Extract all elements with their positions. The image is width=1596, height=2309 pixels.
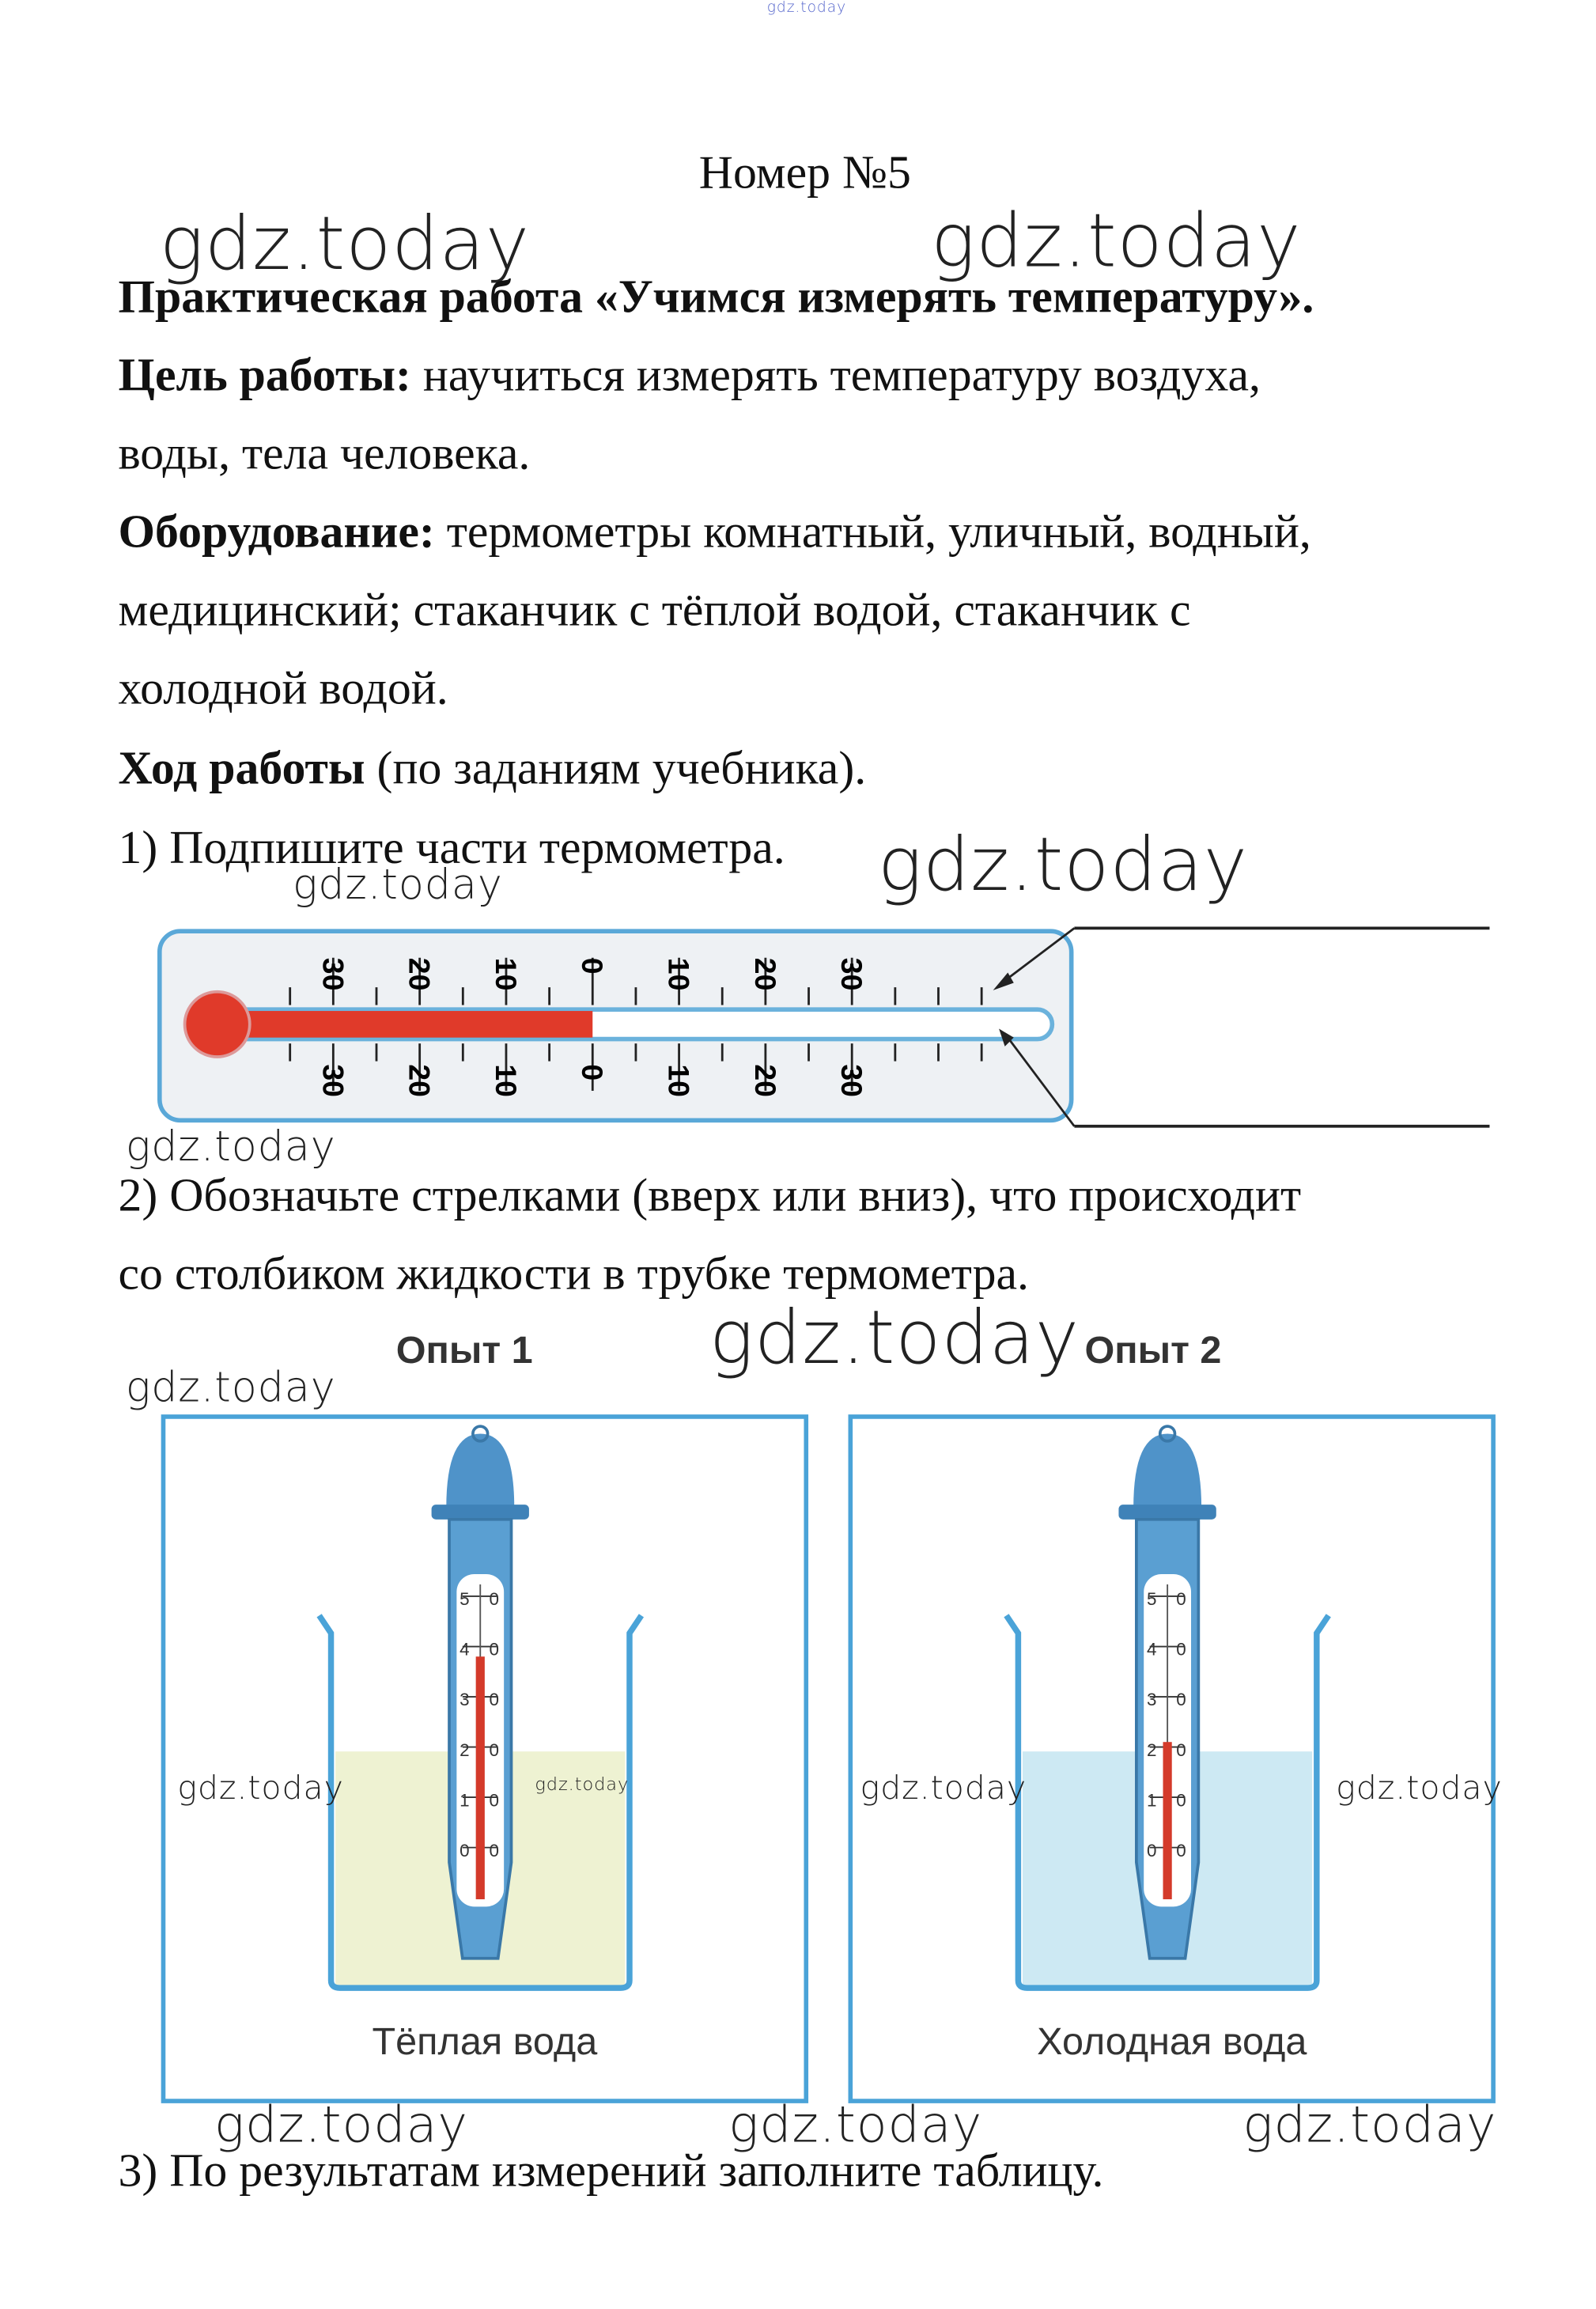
equipment-line-3: холодной водой. bbox=[118, 661, 448, 714]
scale-label: 0 bbox=[1176, 1589, 1186, 1609]
scale-label: 2 bbox=[460, 1740, 469, 1760]
watermark: gdz.today bbox=[709, 1294, 1080, 1381]
scale-label: 3 bbox=[1147, 1690, 1156, 1709]
scale-label: 0 bbox=[460, 1841, 469, 1860]
scale-label-bottom: 20 bbox=[403, 1064, 437, 1097]
arrowhead-icon bbox=[993, 972, 1014, 990]
thermometer-ring bbox=[1118, 1505, 1216, 1520]
scale-label-bottom: 30 bbox=[835, 1064, 868, 1097]
experiment-1-title: Опыт 1 bbox=[395, 1327, 533, 1372]
scale-label-top: 20 bbox=[403, 958, 437, 991]
liquid-column bbox=[475, 1656, 485, 1900]
watermark: gdz.today bbox=[1242, 2095, 1497, 2156]
procedure-text: (по заданиям учебника). bbox=[365, 740, 867, 794]
scale-label-top: 10 bbox=[490, 958, 523, 991]
scale-label: 5 bbox=[460, 1589, 469, 1609]
heading: Практическая работа «Учимся измерять тем… bbox=[118, 269, 1314, 323]
procedure-label: Ход работы bbox=[118, 740, 365, 794]
watermark: gdz.today bbox=[931, 198, 1302, 284]
watermark: gdz.today bbox=[860, 1770, 1027, 1808]
scale-label: 0 bbox=[1176, 1640, 1186, 1660]
experiment-caption: Тёплая вода bbox=[372, 2019, 598, 2064]
scale-label-top: 30 bbox=[835, 958, 868, 991]
watermark: gdz.today bbox=[159, 201, 530, 287]
task-2-line-1: 2) Обозначьте стрелками (вверх или вниз)… bbox=[118, 1168, 1302, 1221]
thermometer-cap bbox=[446, 1433, 515, 1508]
goal-line-1: Цель работы: научиться измерять температ… bbox=[118, 347, 1260, 402]
mercury-column bbox=[221, 1011, 593, 1038]
watermark: gdz.today bbox=[177, 1770, 344, 1808]
scale-label: 0 bbox=[489, 1640, 498, 1660]
top-watermark: gdz.today bbox=[766, 0, 847, 17]
liquid-column bbox=[1163, 1742, 1172, 1900]
watermark: gdz.today bbox=[214, 2095, 468, 2156]
watermark: gdz.today bbox=[535, 1773, 630, 1795]
scale-label: 0 bbox=[489, 1841, 498, 1860]
task-1: 1) Подпишите части термометра. bbox=[118, 820, 785, 874]
watermark: gdz.today bbox=[1336, 1770, 1503, 1808]
beaker bbox=[1004, 1614, 1331, 1991]
scale-label: 0 bbox=[1176, 1690, 1186, 1709]
task-2-line-2: со столбиком жидкости в трубке термометр… bbox=[118, 1246, 1030, 1300]
equipment-text: термометры комнатный, уличный, водный, bbox=[434, 504, 1311, 558]
scale-label-bottom: 30 bbox=[316, 1064, 350, 1097]
scale-label: 4 bbox=[1147, 1640, 1156, 1660]
thermometer-ring bbox=[431, 1505, 529, 1520]
page-title: Номер №5 bbox=[698, 145, 911, 199]
watermark: gdz.today bbox=[728, 2095, 983, 2156]
thermometer-cap bbox=[1133, 1433, 1202, 1508]
goal-text: научиться измерять температуру воздуха, bbox=[410, 347, 1261, 401]
scale-label: 2 bbox=[1147, 1740, 1156, 1760]
scale-label: 1 bbox=[1147, 1790, 1156, 1810]
experiment-2-title: Опыт 2 bbox=[1084, 1327, 1222, 1372]
beaker bbox=[316, 1614, 645, 1991]
watermark: gdz.today bbox=[125, 1362, 336, 1412]
scale-label: 0 bbox=[489, 1690, 498, 1709]
goal-line-2: воды, тела человека. bbox=[118, 426, 531, 479]
scale-label-top: 10 bbox=[662, 958, 695, 991]
goal-label: Цель работы: bbox=[118, 347, 411, 401]
watermark: gdz.today bbox=[125, 1122, 336, 1171]
equipment-line-1: Оборудование: термометры комнатный, улич… bbox=[118, 504, 1310, 558]
thermometer-diagram: 30 20 10 0 10 20 30 30 20 10 0 10 20 30 bbox=[157, 926, 1490, 1128]
scale-label: 0 bbox=[489, 1589, 498, 1609]
thermometer-bulb bbox=[183, 990, 252, 1058]
scale-label-bottom: 10 bbox=[490, 1064, 523, 1097]
watermark: gdz.today bbox=[292, 860, 503, 910]
scale-label: 0 bbox=[1176, 1841, 1186, 1860]
scale-label: 1 bbox=[460, 1790, 469, 1810]
scale-label-bottom: 20 bbox=[749, 1064, 782, 1097]
arrowhead-icon bbox=[999, 1028, 1014, 1047]
scale-label-top: 30 bbox=[316, 958, 350, 991]
scale-label-top: 0 bbox=[576, 958, 609, 975]
watermark: gdz.today bbox=[877, 821, 1249, 908]
scale-label-top: 20 bbox=[749, 958, 782, 991]
scale-label: 4 bbox=[460, 1640, 469, 1660]
pointer-arrow-tube bbox=[1007, 1036, 1076, 1127]
pointer-arrow-scale bbox=[1000, 927, 1076, 984]
scale-label: 0 bbox=[489, 1790, 498, 1810]
equipment-line-2: медицинский; стаканчик с тёплой водой, с… bbox=[118, 582, 1191, 636]
task-3: 3) По результатам измерений заполните та… bbox=[118, 2143, 1104, 2197]
scale-label: 0 bbox=[1176, 1790, 1186, 1810]
scale-label-bottom: 10 bbox=[662, 1064, 695, 1097]
scale-label-bottom: 0 bbox=[576, 1064, 609, 1081]
experiment-caption: Холодная вода bbox=[1037, 2019, 1307, 2064]
scale-label: 0 bbox=[489, 1740, 498, 1760]
scale-label: 3 bbox=[460, 1690, 469, 1709]
procedure-line: Ход работы (по заданиям учебника). bbox=[118, 740, 866, 795]
scale-label: 0 bbox=[1147, 1841, 1156, 1860]
scale-label: 5 bbox=[1147, 1589, 1156, 1609]
equipment-label: Оборудование: bbox=[118, 504, 435, 558]
scale-label: 0 bbox=[1176, 1740, 1186, 1760]
